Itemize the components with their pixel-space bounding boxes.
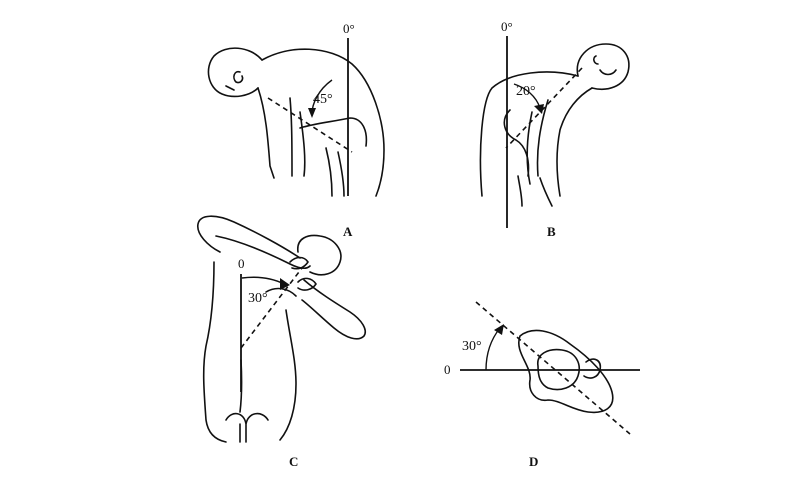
panel-c: 0 30° C	[197, 215, 366, 469]
panel-d-rotation-line	[475, 301, 631, 435]
panel-c-angle-label: 30°	[248, 291, 268, 306]
panel-c-head	[297, 234, 342, 276]
panel-a: 0° 45° A	[207, 21, 385, 239]
panel-d-angle-arc	[485, 327, 501, 371]
panel-b-angle-label: 20°	[516, 84, 536, 99]
panel-d-head	[537, 348, 580, 391]
panel-c-arrowhead	[280, 278, 290, 290]
panel-a-ear	[233, 70, 244, 84]
panel-b: 0° 20° B	[479, 19, 630, 239]
panel-a-trunk-line	[267, 97, 353, 153]
panel-c-hand-lower	[297, 277, 317, 291]
panel-c-label: C	[289, 454, 298, 469]
panel-a-leg	[325, 147, 345, 197]
panel-a-angle-label: 45°	[313, 92, 333, 107]
panel-b-face	[599, 69, 617, 76]
panel-c-torso-right	[279, 309, 297, 441]
panel-b-leg	[517, 175, 553, 207]
panel-a-belly	[299, 117, 368, 147]
panel-a-eye	[225, 85, 235, 91]
panel-a-label: A	[343, 224, 353, 239]
panel-a-arm	[289, 97, 306, 177]
panel-b-front	[556, 87, 593, 197]
panel-d-label: D	[529, 454, 538, 469]
panel-b-trunk-line	[505, 67, 583, 149]
panel-d-arrowhead	[494, 324, 504, 335]
panel-a-chest	[257, 87, 275, 179]
panel-c-angle-arc	[241, 276, 285, 285]
panel-c-other-arm	[301, 279, 366, 340]
panel-b-label: B	[547, 224, 556, 239]
panel-d-angle-label: 30°	[462, 339, 482, 354]
panel-a-zero-label: 0°	[343, 21, 355, 36]
panel-d-nose	[583, 358, 602, 379]
panel-a-arrowhead	[308, 108, 316, 118]
panel-b-ear	[593, 55, 599, 65]
panel-d: 0 30° D	[444, 301, 640, 469]
panel-b-arm	[526, 99, 549, 185]
panel-c-spine	[239, 359, 243, 413]
panel-b-arrowhead	[534, 104, 544, 114]
panel-b-zero-label: 0°	[501, 19, 513, 34]
panel-c-hand	[289, 256, 309, 270]
panel-d-zero-label: 0	[444, 362, 451, 377]
panel-d-shoulders	[517, 329, 614, 414]
panel-b-buttock	[503, 109, 530, 177]
panel-b-head	[576, 43, 630, 90]
panel-c-torso-left	[202, 261, 227, 443]
panel-c-buttocks	[225, 412, 269, 443]
panel-c-raised-arm	[197, 215, 301, 259]
panel-c-raised-forearm	[215, 235, 311, 269]
panel-a-head	[207, 47, 263, 98]
panel-c-zero-label: 0	[238, 256, 245, 271]
panel-b-back	[479, 71, 579, 197]
panel-a-back	[261, 48, 385, 197]
panel-c-trunk-line	[240, 267, 303, 349]
